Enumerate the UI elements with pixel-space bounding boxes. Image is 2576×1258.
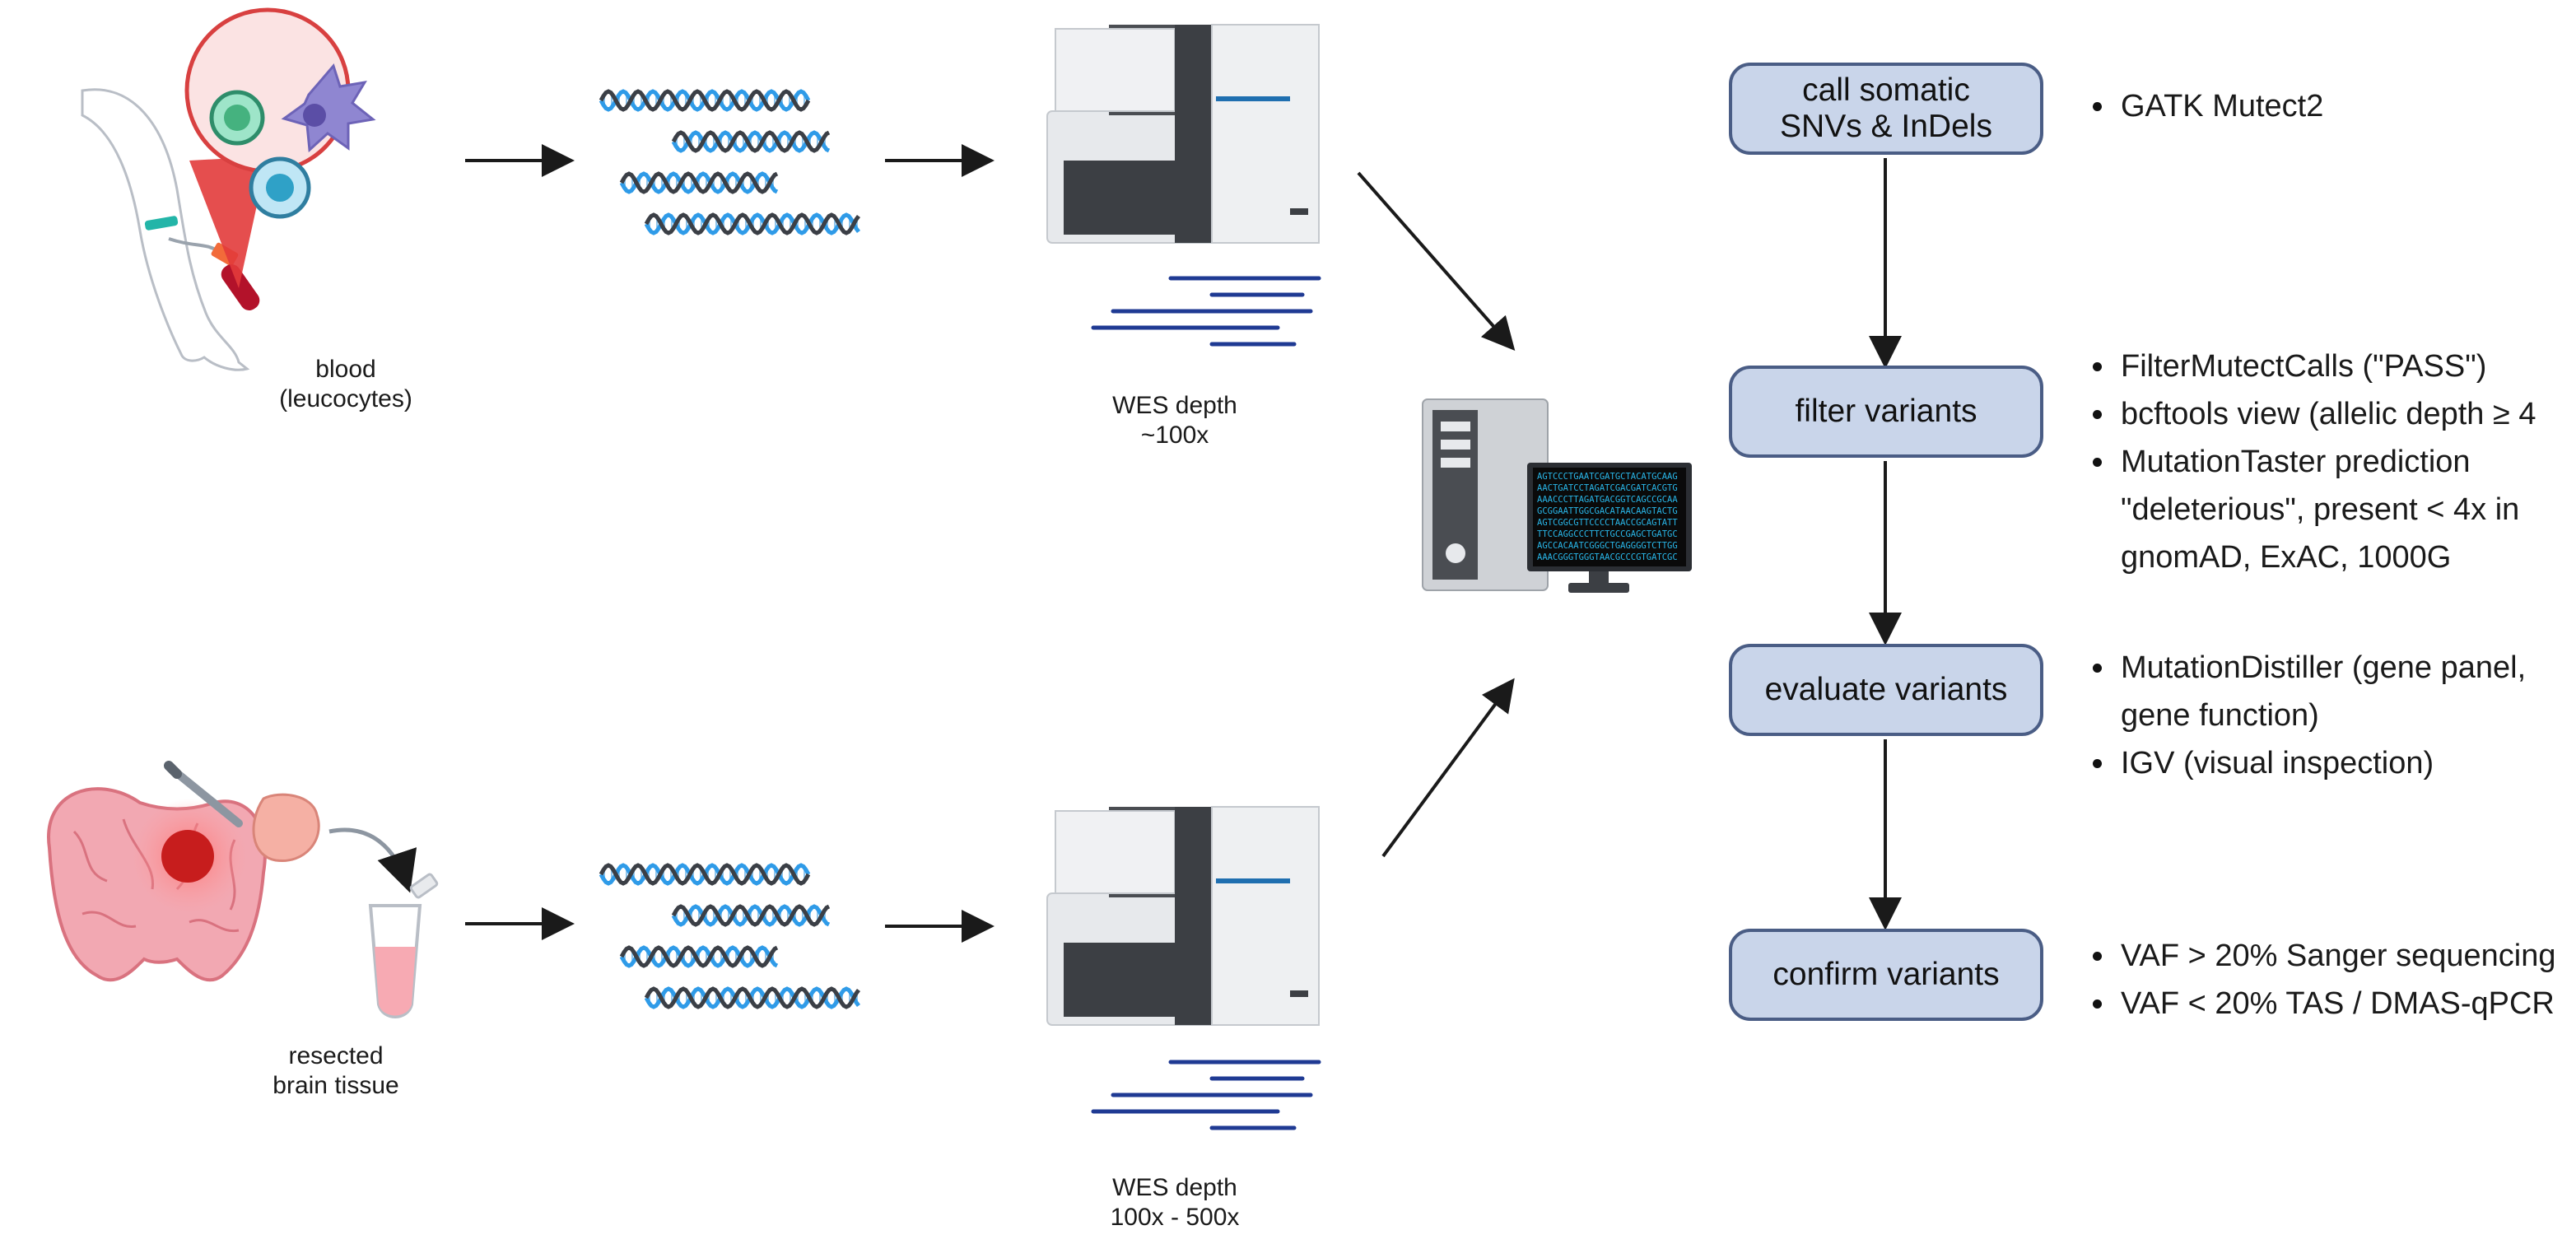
call-box-line1: call somatic (1802, 72, 1970, 108)
confirm-box-label: confirm variants (1772, 957, 2000, 992)
brain-resection-illustration (47, 761, 439, 1018)
blood-label-line2: (leucocytes) (279, 385, 412, 412)
note-filtermutectcalls: FilterMutectCalls ("PASS") (2091, 342, 2536, 390)
call-box-line2: SNVs & InDels (1780, 109, 1992, 144)
screen-sequence-line: AGTCGGCGTTCCCCTAACCGCAGTATT (1537, 518, 1678, 528)
sequence-text-screen: AGTCCCTGAATCGATGCTACATGCAAGAACTGATCCTAGA… (1537, 472, 1678, 562)
sequencer-blood (1046, 24, 1320, 244)
filter-variants-box: filter variants (1729, 366, 2043, 458)
computer-icon: AGTCCCTGAATCGATGCTACATGCAAGAACTGATCCTAGA… (1422, 398, 1692, 593)
note-mutationdistiller: MutationDistiller (gene panel, gene func… (2091, 644, 2526, 739)
filter-notes-list: FilterMutectCalls ("PASS") bcftools view… (2091, 342, 2536, 581)
blood-draw-illustration (81, 7, 376, 371)
confirm-notes-list: VAF > 20% Sanger sequencing VAF < 20% TA… (2091, 932, 2555, 1027)
note-tas-dmas: VAF < 20% TAS / DMAS-qPCR (2091, 980, 2555, 1027)
tissue-depth-line1: WES depth (1112, 1174, 1237, 1201)
screen-sequence-line: GCGGAATTGGCGACATAACAAGTACTG (1537, 506, 1678, 516)
note-mutationtaster: MutationTaster prediction "deleterious",… (2091, 438, 2536, 581)
note-igv: IGV (visual inspection) (2091, 739, 2526, 787)
screen-sequence-line: AGTCCCTGAATCGATGCTACATGCAAG (1537, 472, 1678, 482)
note-gatk: GATK Mutect2 (2091, 82, 2323, 130)
screen-sequence-line: TTCCAGGCCCTTCTGCCGAGCTGATGC (1537, 529, 1678, 539)
tissue-depth-line2: 100x - 500x (1111, 1204, 1240, 1231)
sequencing-reads-tissue (1091, 1060, 1321, 1130)
blood-depth-line2: ~100x (1141, 422, 1209, 449)
blood-label-line1: blood (315, 356, 375, 383)
sequencer-tissue (1046, 806, 1320, 1026)
note-sanger: VAF > 20% Sanger sequencing (2091, 932, 2555, 980)
note-bcftools: bcftools view (allelic depth ≥ 4 (2091, 390, 2536, 438)
tissue-label-line1: resected (288, 1042, 383, 1069)
evaluate-variants-box: evaluate variants (1729, 644, 2043, 736)
tissue-label-line2: brain tissue (273, 1072, 398, 1099)
call-somatic-variants-box: call somatic SNVs & InDels (1729, 63, 2043, 155)
dendritic-cell (281, 63, 376, 153)
screen-sequence-line: AACTGATCCTAGATCGACGATCACGTG (1537, 483, 1678, 493)
screen-sequence-line: AGCCACAATCGGGCTGAGGGGTCTTGG (1537, 541, 1678, 551)
evaluate-box-label: evaluate variants (1764, 672, 2008, 707)
confirm-variants-box: confirm variants (1729, 929, 2043, 1021)
evaluate-notes-list: MutationDistiller (gene panel, gene func… (2091, 644, 2526, 787)
screen-sequence-line: AAACCCTTAGATGACGGTCAGCCGCAA (1537, 495, 1678, 505)
blood-depth-line1: WES depth (1112, 392, 1237, 419)
dna-fragments-tissue (599, 863, 860, 1009)
screen-sequence-line: AAACGGGTGGGTAACGCCCGTGATCGC (1537, 552, 1678, 562)
dna-fragments-blood (599, 89, 860, 235)
arrow-sequencer-top-to-computer (1357, 171, 1516, 352)
sequencing-reads-blood (1091, 276, 1321, 347)
filter-box-label: filter variants (1795, 394, 1977, 429)
arrow-sequencer-bottom-to-computer (1381, 678, 1515, 858)
call-notes-list: GATK Mutect2 (2091, 82, 2323, 130)
